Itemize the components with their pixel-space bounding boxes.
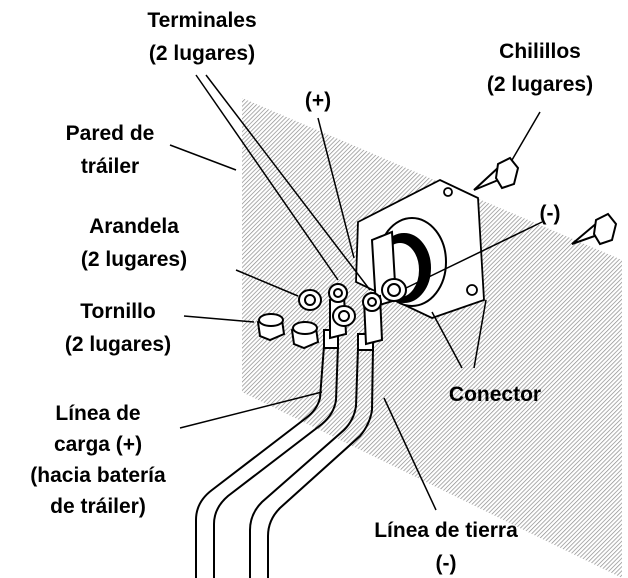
label-tornillo-1: Tornillo <box>80 300 155 323</box>
label-tornillo-2: (2 lugares) <box>65 333 171 356</box>
label-negative: (-) <box>540 202 561 225</box>
plugs <box>473 156 618 246</box>
terminals <box>328 283 384 346</box>
label-linea-carga-1: Línea de <box>55 402 140 425</box>
screws <box>256 313 320 350</box>
label-conector: Conector <box>449 383 541 406</box>
label-linea-carga-2: carga (+) <box>54 433 142 456</box>
label-terminales-2: (2 lugares) <box>149 42 255 65</box>
label-linea-carga-3: (hacia batería <box>30 464 166 487</box>
label-arandela-1: Arandela <box>89 215 179 238</box>
label-chilillos-2: (2 lugares) <box>487 73 593 96</box>
trailer-wall <box>242 98 622 578</box>
load-line-cable <box>195 329 339 578</box>
leader-lines <box>169 74 543 511</box>
washers <box>298 289 356 327</box>
label-pared-1: Pared de <box>66 122 155 145</box>
label-pared-2: tráiler <box>81 155 139 178</box>
label-arandela-2: (2 lugares) <box>81 248 187 271</box>
label-linea-carga-4: de tráiler) <box>50 495 146 518</box>
label-positive: (+) <box>305 89 331 112</box>
negative-stud <box>381 278 407 302</box>
label-chilillos-1: Chilillos <box>499 40 581 63</box>
label-terminales-1: Terminales <box>147 9 256 32</box>
label-linea-tierra-1: Línea de tierra <box>374 519 518 542</box>
label-linea-tierra-2: (-) <box>436 552 457 575</box>
